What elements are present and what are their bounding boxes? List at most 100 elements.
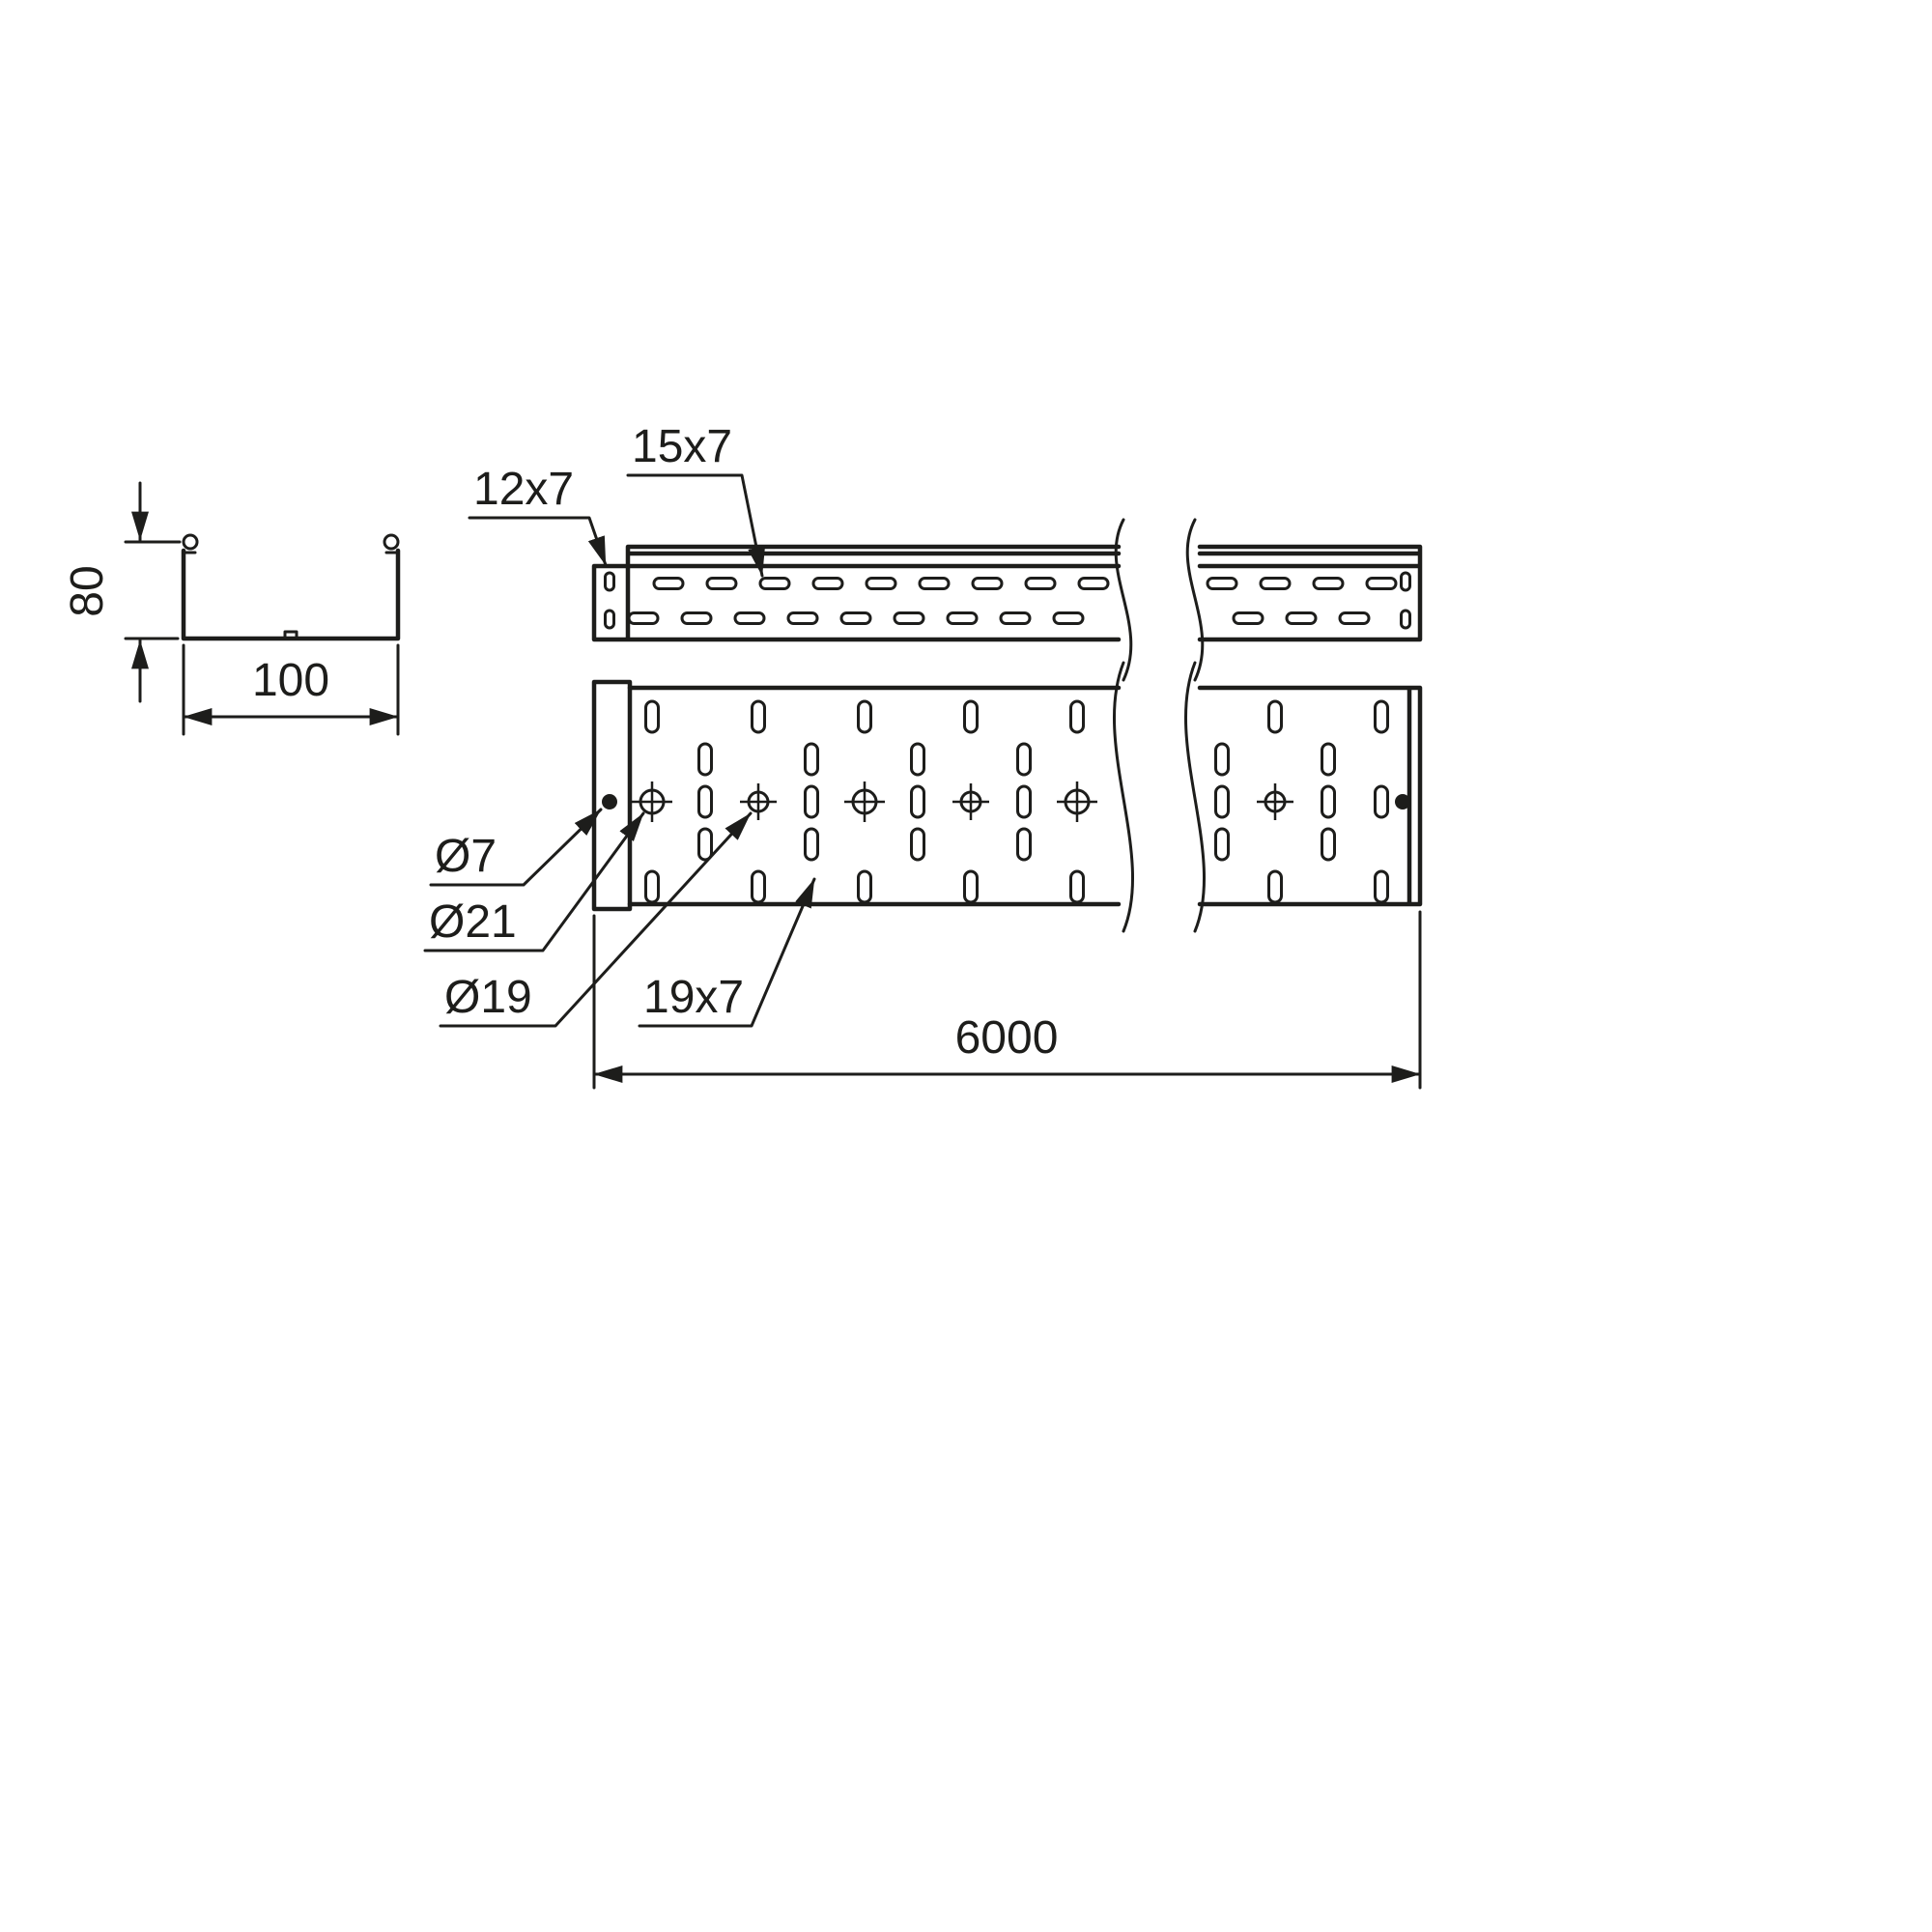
perforation-slot bbox=[604, 571, 615, 592]
perforation-slot bbox=[1069, 869, 1085, 904]
perforation-slot bbox=[971, 577, 1004, 590]
perforation-slot bbox=[697, 784, 713, 819]
perforation-slot bbox=[751, 869, 766, 904]
perforation-slot bbox=[1365, 577, 1398, 590]
perforation-slot bbox=[1259, 577, 1292, 590]
leader-line bbox=[638, 877, 816, 1028]
perforation-slot bbox=[758, 577, 791, 590]
length-dimension: 6000 bbox=[592, 910, 1422, 1090]
bead-right bbox=[383, 533, 400, 551]
perforation-slot bbox=[1016, 827, 1032, 862]
cross-section-view: 80 100 bbox=[62, 481, 401, 736]
perforation-slot bbox=[1400, 571, 1411, 592]
side-view-perforations bbox=[604, 571, 1411, 630]
leader-line bbox=[423, 811, 645, 952]
perforation-slot bbox=[839, 611, 872, 625]
perforation-slot bbox=[1321, 784, 1336, 819]
leader-line bbox=[468, 516, 608, 567]
perforation-slot bbox=[1285, 611, 1318, 625]
perforation-slot bbox=[1321, 742, 1336, 777]
height-dim-text: 80 bbox=[62, 565, 113, 616]
perforation-slot bbox=[705, 577, 738, 590]
perforation-slot bbox=[1024, 577, 1057, 590]
perforation-slot bbox=[811, 577, 844, 590]
perforation-slot bbox=[910, 742, 925, 777]
leader-line bbox=[439, 811, 753, 1028]
perforation-slot bbox=[857, 699, 872, 734]
perforation-slot bbox=[857, 869, 872, 904]
perforation-slot bbox=[680, 611, 713, 625]
perforation-slot bbox=[1267, 699, 1283, 734]
perforation-slot bbox=[644, 699, 660, 734]
perforation-slot bbox=[910, 827, 925, 862]
break-line bbox=[1112, 661, 1135, 933]
perforation-slot bbox=[804, 827, 819, 862]
perforation-slot bbox=[865, 577, 897, 590]
perforation-slot bbox=[1267, 869, 1283, 904]
top-view bbox=[591, 661, 1423, 933]
perforation-slot bbox=[1016, 784, 1032, 819]
top-view-perforations bbox=[644, 699, 1389, 904]
label-slot-15x7: 15x7 bbox=[626, 421, 766, 578]
break-line bbox=[1114, 518, 1133, 682]
break-line bbox=[1185, 518, 1205, 682]
perforation-slot bbox=[1206, 577, 1238, 590]
width-dimension: 100 bbox=[182, 643, 400, 736]
top-view-outline bbox=[627, 685, 1423, 907]
perforation-slot bbox=[1016, 742, 1032, 777]
perforation-slot bbox=[652, 577, 685, 590]
perforation-slot bbox=[627, 611, 660, 625]
perforation-slot bbox=[1321, 827, 1336, 862]
perforation-slot bbox=[1077, 577, 1110, 590]
perforation-slot bbox=[1312, 577, 1345, 590]
perforation-slot bbox=[1052, 611, 1085, 625]
height-dimension: 80 bbox=[62, 481, 182, 703]
perforation-slot bbox=[918, 577, 951, 590]
perforation-slot bbox=[751, 699, 766, 734]
bead-left bbox=[182, 533, 199, 551]
bottom-seam bbox=[283, 630, 298, 640]
end-slot-label: 12x7 bbox=[473, 464, 574, 515]
hole-d19-label: Ø19 bbox=[444, 972, 532, 1023]
break-line bbox=[1183, 661, 1207, 933]
perforation-slot bbox=[786, 611, 819, 625]
leader-line bbox=[429, 808, 603, 887]
perforation-slot bbox=[644, 869, 660, 904]
callout-labels: 12x7 15x7 Ø7 Ø21 Ø19 19x7 bbox=[423, 421, 816, 1028]
perforation-slot bbox=[1374, 699, 1389, 734]
perforation-slot bbox=[1069, 699, 1085, 734]
label-hole-d19: Ø19 bbox=[439, 811, 753, 1028]
label-end-slot-12x7: 12x7 bbox=[468, 464, 608, 567]
perforation-slot bbox=[733, 611, 766, 625]
perforation-slot bbox=[946, 611, 979, 625]
perforation-slot bbox=[1374, 784, 1389, 819]
label-hole-d21: Ø21 bbox=[423, 811, 645, 952]
label-slot-19x7: 19x7 bbox=[638, 877, 816, 1028]
side-view bbox=[591, 518, 1423, 682]
perforation-slot bbox=[1374, 869, 1389, 904]
perforation-slot bbox=[1214, 742, 1230, 777]
side-view-outline bbox=[591, 544, 1423, 642]
perforation-slot bbox=[604, 609, 615, 630]
bolt-hole-label: Ø7 bbox=[435, 831, 497, 882]
perforation-slot bbox=[963, 699, 979, 734]
length-dim-text: 6000 bbox=[955, 1012, 1059, 1064]
hole-d21-label: Ø21 bbox=[429, 896, 517, 948]
perforation-slot bbox=[1400, 609, 1411, 630]
top-slot-label: 19x7 bbox=[643, 972, 744, 1023]
label-bolt-hole-d7: Ø7 bbox=[429, 808, 603, 887]
perforation-slot bbox=[1214, 827, 1230, 862]
side-slot-label: 15x7 bbox=[632, 421, 732, 472]
channel-outline bbox=[181, 548, 401, 641]
perforation-slot bbox=[963, 869, 979, 904]
perforation-slot bbox=[697, 742, 713, 777]
perforation-slot bbox=[1214, 784, 1230, 819]
perforation-slot bbox=[804, 742, 819, 777]
perforation-slot bbox=[893, 611, 925, 625]
perforation-slot bbox=[1232, 611, 1264, 625]
perforation-slot bbox=[1338, 611, 1371, 625]
bolt-hole-right bbox=[1395, 794, 1410, 810]
top-view-mounting-holes bbox=[632, 781, 1293, 822]
